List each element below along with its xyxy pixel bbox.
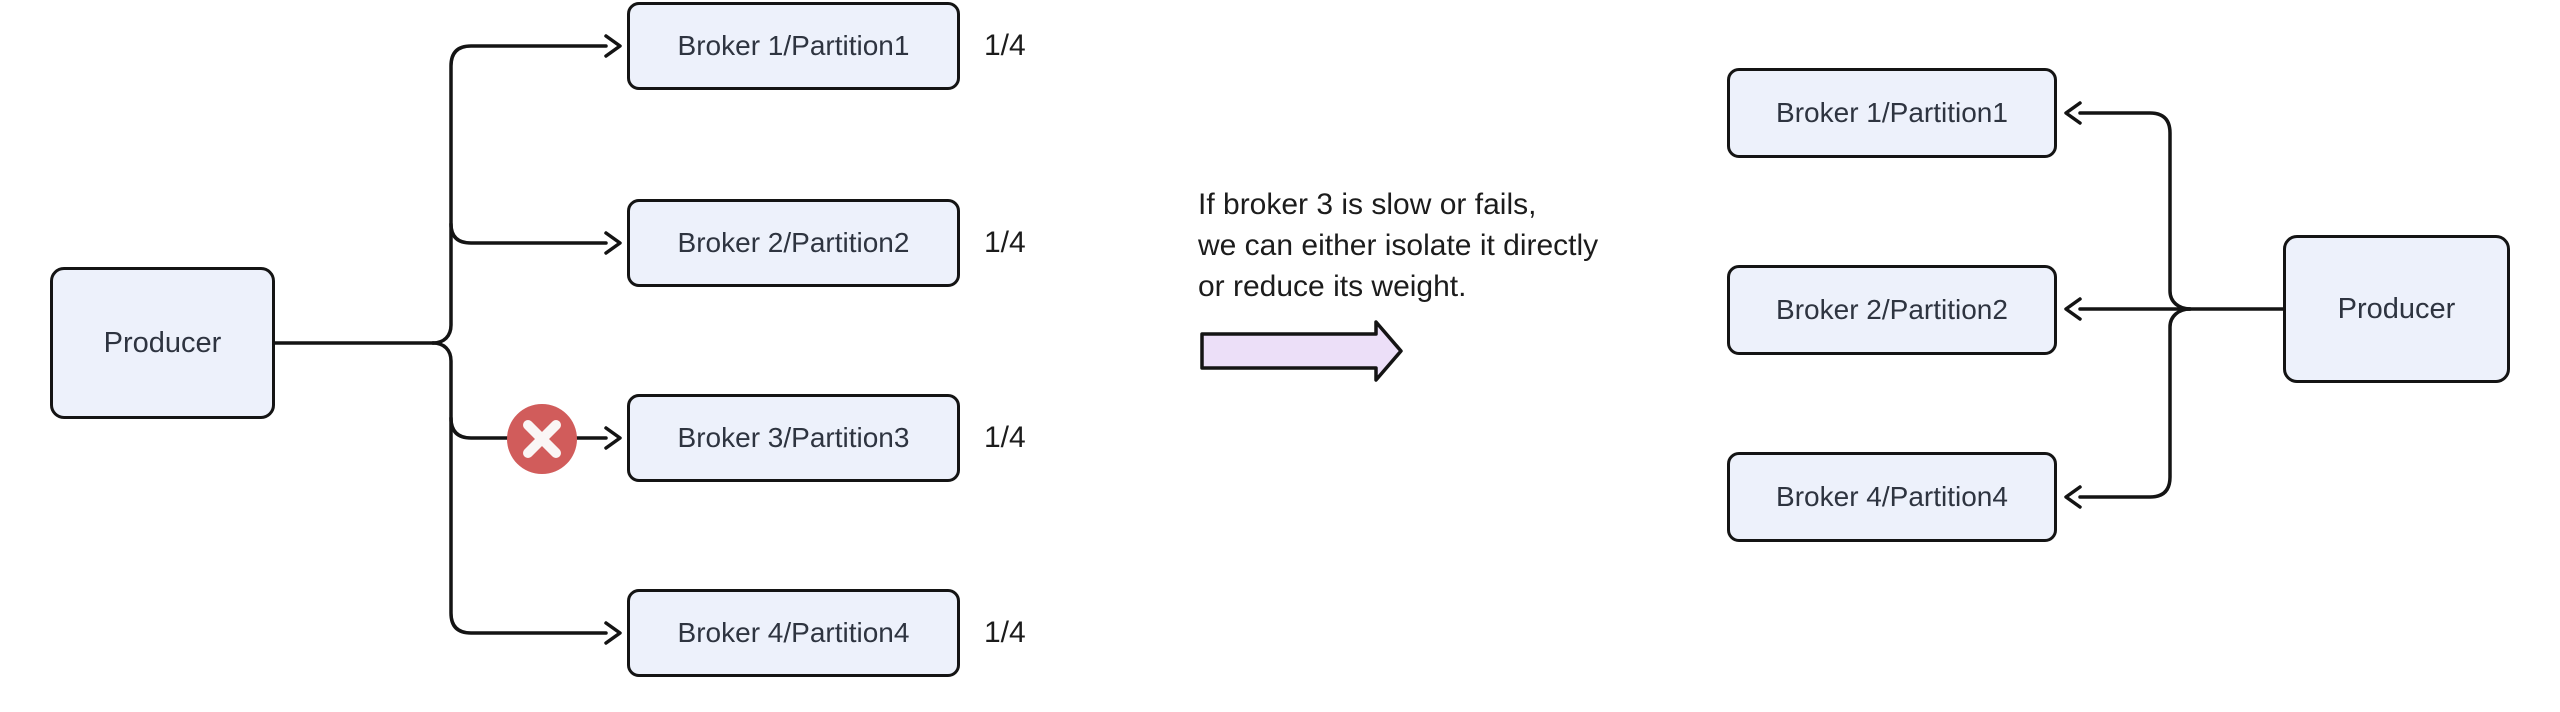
arrowhead-right-icon [604,34,622,58]
broker-label: Broker 3/Partition3 [677,422,910,453]
arrowhead-right-icon [604,426,622,450]
broker-label: Broker 1/Partition1 [677,30,910,61]
broker-node-4-right: Broker 4/Partition4 [1727,452,2057,542]
producer-node-left: Producer [50,267,275,419]
producer-node-right: Producer [2283,235,2510,383]
right-block-arrow-icon [1200,320,1403,382]
left-branch-3 [449,416,608,440]
broker-node-3-left: Broker 3/Partition3 [627,394,960,482]
broker-node-1-left: Broker 1/Partition1 [627,2,960,90]
arrowhead-left-icon [2064,485,2082,509]
producer-label: Producer [2337,292,2456,325]
arrowhead-right-icon [604,231,622,255]
broker-node-2-right: Broker 2/Partition2 [1727,265,2057,355]
annotation-text: If broker 3 is slow or fails, we can eit… [1198,184,1598,307]
annotation-line-2: we can either isolate it directly [1198,229,1599,262]
broker-label: Broker 1/Partition1 [1776,97,2008,128]
weight-label-3: 1/4 [984,421,1026,454]
left-branch-2 [449,222,608,245]
right-branch-1 [2078,111,2192,311]
arrowhead-left-icon [2064,297,2082,321]
broker-node-4-left: Broker 4/Partition4 [627,589,960,677]
arrowhead-right-icon [604,621,622,645]
left-branch-1 [431,44,608,345]
broker-label: Broker 2/Partition2 [677,227,910,258]
x-circle-icon [507,404,577,474]
broker-node-2-left: Broker 2/Partition2 [627,199,960,287]
producer-label: Producer [103,326,222,359]
broker-node-1-right: Broker 1/Partition1 [1727,68,2057,158]
broker-label: Broker 4/Partition4 [1776,481,2008,512]
broker-label: Broker 4/Partition4 [677,617,910,648]
broker-label: Broker 2/Partition2 [1776,294,2008,325]
weight-label-1: 1/4 [984,29,1026,62]
weight-label-4: 1/4 [984,616,1026,649]
left-branch-4 [431,341,608,635]
annotation-line-3: or reduce its weight. [1198,270,1467,303]
annotation-line-1: If broker 3 is slow or fails, [1198,188,1537,221]
weight-label-2: 1/4 [984,226,1026,259]
arrowhead-left-icon [2064,101,2082,125]
right-branch-3 [2078,307,2192,499]
